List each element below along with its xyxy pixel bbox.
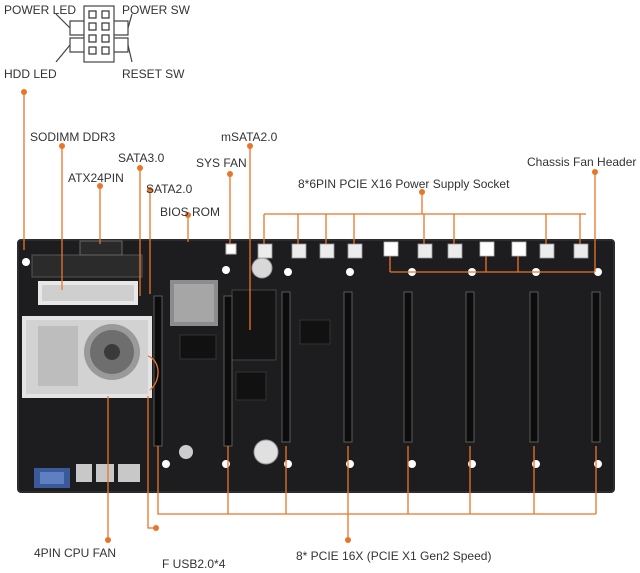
reset-sw-label: RESET SW <box>122 67 185 81</box>
sata3-label: SATA3.0 <box>118 151 165 165</box>
sys-fan-label: SYS FAN <box>196 156 247 170</box>
chassis-fan-label: Chassis Fan Header <box>527 155 637 169</box>
power-led-label: POWER LED <box>4 3 77 17</box>
leader-lines <box>23 94 597 540</box>
pcie-power-label: 8*6PIN PCIE X16 Power Supply Socket <box>298 177 510 191</box>
leader-dots <box>21 89 598 543</box>
bios-rom-label: BIOS ROM <box>160 205 221 219</box>
usb-label: F USB2.0*4 <box>162 557 226 571</box>
hdd-led-label: HDD LED <box>4 67 57 81</box>
sata2-label: SATA2.0 <box>146 182 193 196</box>
cpu-fan-label: 4PIN CPU FAN <box>34 546 117 560</box>
front-panel-header <box>55 5 133 63</box>
power-sw-label: POWER SW <box>122 3 190 17</box>
atx24-label: ATX24PIN <box>68 171 124 185</box>
pcie-slots-label: 8* PCIE 16X (PCIE X1 Gen2 Speed) <box>296 549 492 563</box>
msata-label: mSATA2.0 <box>221 130 278 144</box>
sodimm-label: SODIMM DDR3 <box>30 130 116 144</box>
